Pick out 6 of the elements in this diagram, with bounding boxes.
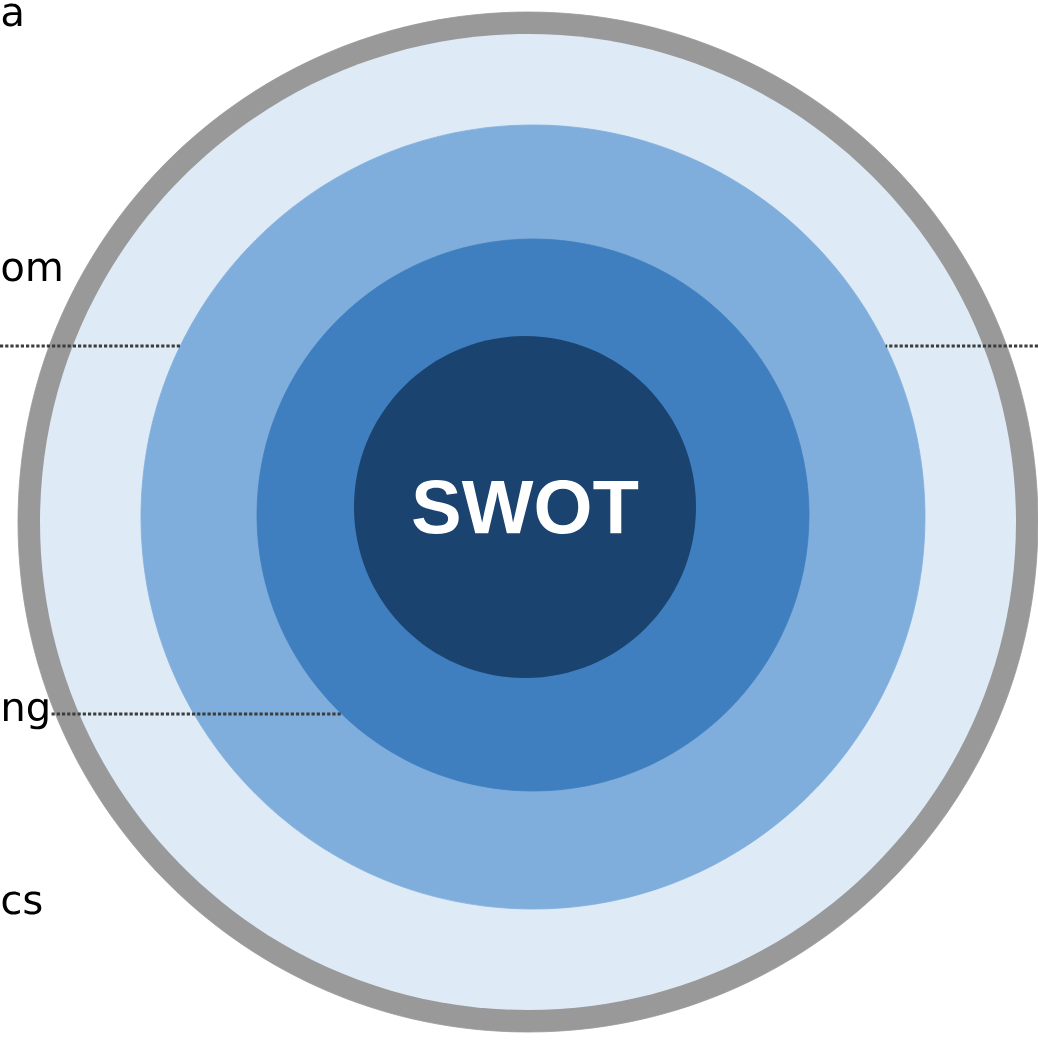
- label-text: ng: [4, 698, 48, 730]
- leader-line: [885, 344, 1038, 348]
- label-text: a: [2, 3, 22, 27]
- leader-line: [0, 344, 181, 348]
- label-text: cs: [2, 891, 42, 915]
- label-text: om: [2, 258, 61, 282]
